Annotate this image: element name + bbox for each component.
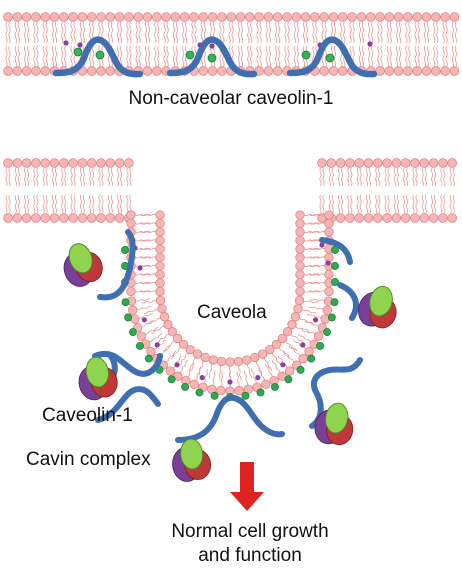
outcome-line-1: Normal cell growth: [171, 521, 329, 542]
caveolin-1-label: Caveolin-1: [42, 405, 133, 426]
non-caveolar-caveolin-label: Non-caveolar caveolin-1: [128, 88, 334, 109]
outcome-label: Normal cell growth and function: [150, 520, 350, 568]
cavin-complex-label: Cavin complex: [26, 449, 151, 470]
cavin-complex-group: [63, 243, 397, 482]
caveola-label: Caveola: [197, 302, 267, 323]
non-caveolar-caveolin-group: [52, 36, 378, 78]
outcome-line-2: and function: [198, 545, 302, 566]
down-arrow: [230, 462, 264, 511]
